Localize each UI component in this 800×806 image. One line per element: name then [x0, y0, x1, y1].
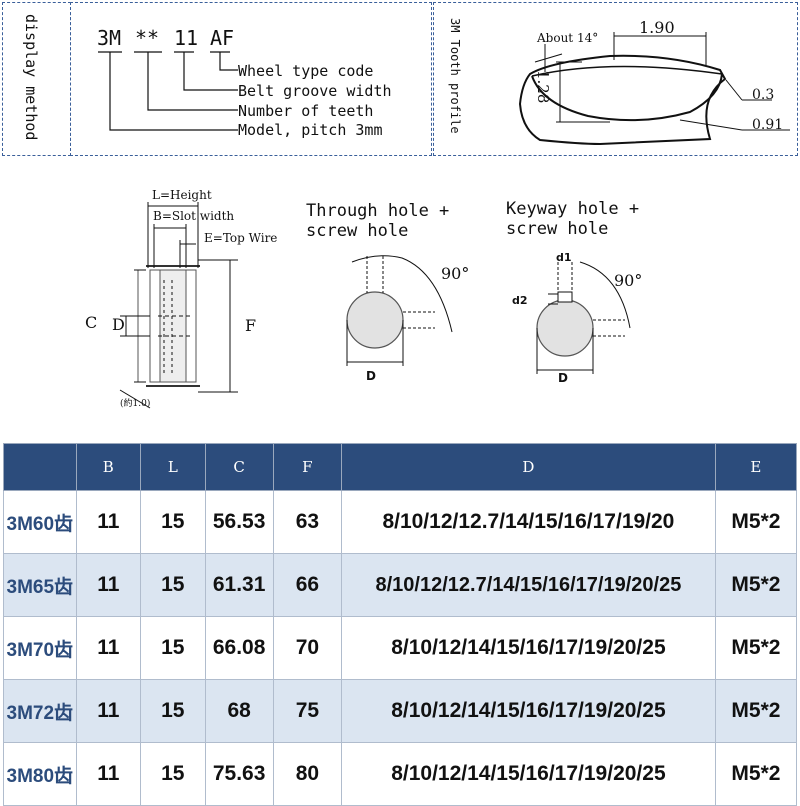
header-L: L [140, 443, 206, 491]
cell-C: 66.08 [204, 616, 274, 680]
cell-L: 15 [140, 490, 206, 554]
cell-F: 63 [272, 490, 343, 554]
code-leader-lines [98, 51, 238, 131]
spec-table: B L C F D E 3M60齿 11 15 56.53 63 8/10/12… [3, 443, 798, 806]
cell-model: 3M65齿 [3, 553, 77, 617]
cell-D: 8/10/12/14/15/16/17/19/20/25 [341, 616, 716, 680]
cell-B: 11 [75, 490, 142, 554]
pulley-L-label: L=Height [152, 188, 212, 202]
tooth-profile-panel [433, 2, 798, 156]
pulley-F-label: F [245, 316, 257, 335]
code-type: AF [210, 26, 235, 50]
tooth-radius-bottom: 0.91 [752, 117, 784, 133]
table-row: 3M80齿 11 15 75.63 80 8/10/12/14/15/16/17… [3, 742, 798, 806]
cell-D: 8/10/12/14/15/16/17/19/20/25 [341, 742, 716, 806]
cell-D: 8/10/12/14/15/16/17/19/20/25 [341, 679, 716, 743]
table-row: 3M70齿 11 15 66.08 70 8/10/12/14/15/16/17… [3, 616, 798, 680]
cell-D: 8/10/12/12.7/14/15/16/17/19/20/25 [341, 553, 716, 617]
cell-E: M5*2 [714, 490, 798, 554]
keyway-d2-label: d2 [512, 294, 528, 307]
keyway-d1-label: d1 [556, 251, 572, 264]
cell-L: 15 [140, 553, 206, 617]
through-hole-diagram [346, 255, 453, 366]
cell-B: 11 [75, 679, 142, 743]
cell-L: 15 [140, 679, 206, 743]
legend-teeth: Number of teeth [238, 102, 374, 120]
pulley-D-label: D [112, 315, 125, 334]
header-E: E [714, 443, 798, 491]
cell-E: M5*2 [714, 616, 798, 680]
pulley-C-label: C [85, 313, 98, 332]
cell-F: 66 [272, 553, 343, 617]
cell-E: M5*2 [714, 742, 798, 806]
header-B: B [75, 443, 142, 491]
cell-model: 3M70齿 [3, 616, 77, 680]
tooth-width-value: 1.90 [639, 18, 675, 37]
header-model [3, 443, 77, 491]
through-hole-title: Through hole + screw hole [306, 201, 476, 241]
cell-B: 11 [75, 616, 142, 680]
legend-model: Model, pitch 3mm [238, 121, 383, 139]
table-row: 3M65齿 11 15 61.31 66 8/10/12/12.7/14/15/… [3, 553, 798, 617]
code-panel [70, 2, 432, 156]
legend-groove-width: Belt groove width [238, 82, 392, 100]
pulley-B-label: B=Slot width [153, 209, 235, 223]
header-C: C [204, 443, 274, 491]
display-method-label: display method [22, 14, 40, 141]
through-hole-angle: 90° [441, 264, 470, 283]
cell-F: 75 [272, 679, 343, 743]
cell-D: 8/10/12/12.7/14/15/16/17/19/20 [341, 490, 716, 554]
cell-model: 3M60齿 [3, 490, 77, 554]
cell-E: M5*2 [714, 679, 798, 743]
pulley-E-label: E=Top Wire [204, 231, 278, 245]
keyway-hole-d: D [558, 371, 568, 385]
keyway-hole-angle: 90° [614, 271, 643, 290]
tooth-angle-label: About 14° [537, 31, 599, 45]
through-hole-title-text: Through hole + screw hole [306, 201, 450, 241]
through-hole-d: D [366, 369, 376, 383]
spec-table-header: B L C F D E [3, 443, 798, 491]
cell-F: 70 [272, 616, 343, 680]
header-D: D [341, 443, 716, 491]
tooth-profile-diagram [518, 32, 790, 146]
cell-C: 75.63 [204, 742, 274, 806]
table-row: 3M72齿 11 15 68 75 8/10/12/14/15/16/17/19… [3, 679, 798, 743]
header-F: F [272, 443, 343, 491]
keyway-hole-diagram [536, 261, 631, 374]
tooth-radius-top: 0.3 [752, 87, 775, 103]
cell-C: 56.53 [204, 490, 274, 554]
legend-wheel-type: Wheel type code [238, 62, 374, 80]
cell-B: 11 [75, 742, 142, 806]
pulley-side-view [119, 202, 238, 409]
cell-C: 61.31 [204, 553, 274, 617]
cell-L: 15 [140, 616, 206, 680]
cell-E: M5*2 [714, 553, 798, 617]
keyway-hole-title: Keyway hole + screw hole [506, 199, 676, 239]
cell-B: 11 [75, 553, 142, 617]
code-model: 3M [97, 26, 122, 50]
code-teeth: ** [135, 26, 160, 50]
table-row: 3M60齿 11 15 56.53 63 8/10/12/12.7/14/15/… [3, 490, 798, 554]
cell-C: 68 [204, 679, 274, 743]
cell-L: 15 [140, 742, 206, 806]
pulley-note: (約1.0) [120, 399, 151, 409]
tooth-profile-label: 3M Tooth profile [448, 18, 462, 134]
tooth-height-value: 1.28 [534, 70, 552, 104]
cell-F: 80 [272, 742, 343, 806]
keyway-hole-title-text: Keyway hole + screw hole [506, 199, 640, 239]
code-width: 11 [174, 26, 199, 50]
cell-model: 3M72齿 [3, 679, 77, 743]
cell-model: 3M80齿 [3, 742, 77, 806]
